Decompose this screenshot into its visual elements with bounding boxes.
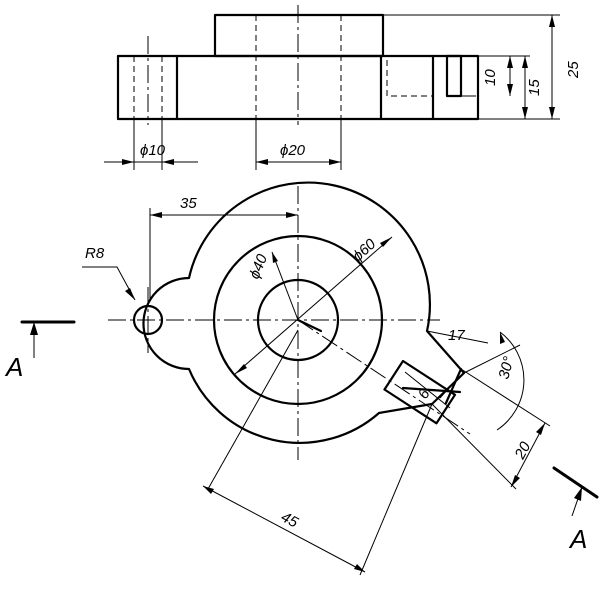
dim-45: 45: [278, 509, 301, 532]
dim-dia40: ϕ40: [246, 251, 271, 281]
slot-recess: [445, 54, 463, 98]
outer-contour: [142, 181, 466, 444]
dim-17: 17: [448, 327, 465, 344]
slot-rectangle: [383, 359, 457, 425]
section-cut-right: [552, 466, 599, 499]
dim-dia20: ϕ20: [280, 142, 306, 159]
top-dimensions: 35 R8 ϕ40 ϕ60 17 30° 6 20 45: [82, 195, 551, 576]
dim-dia10: ϕ10: [140, 142, 166, 159]
front-dimensions: ϕ10 ϕ20 10 15 25: [104, 14, 582, 170]
dim-r8: R8: [85, 245, 105, 262]
dim-20: 20: [511, 439, 535, 463]
boss-outline: [213, 13, 385, 58]
slot-inner-edge-2: [444, 367, 463, 405]
top-centerlines: [108, 186, 471, 460]
centerline-slot: [297, 319, 471, 435]
section-label-left: A: [4, 352, 23, 382]
slot-hidden: [386, 60, 433, 97]
dim-h10: 10: [482, 69, 499, 86]
dim-h25: 25: [565, 61, 582, 79]
top-view: [132, 181, 466, 444]
dim-dia60: ϕ60: [349, 235, 379, 265]
dim-30deg: 30°: [495, 355, 517, 381]
section-label-right: A: [568, 524, 587, 554]
dim-h15: 15: [526, 79, 543, 96]
front-view: [116, 5, 480, 125]
section-markers: A A: [4, 320, 599, 554]
dim-6: 6: [415, 386, 434, 402]
section-stub: [296, 318, 323, 333]
dim-35: 35: [180, 195, 197, 212]
